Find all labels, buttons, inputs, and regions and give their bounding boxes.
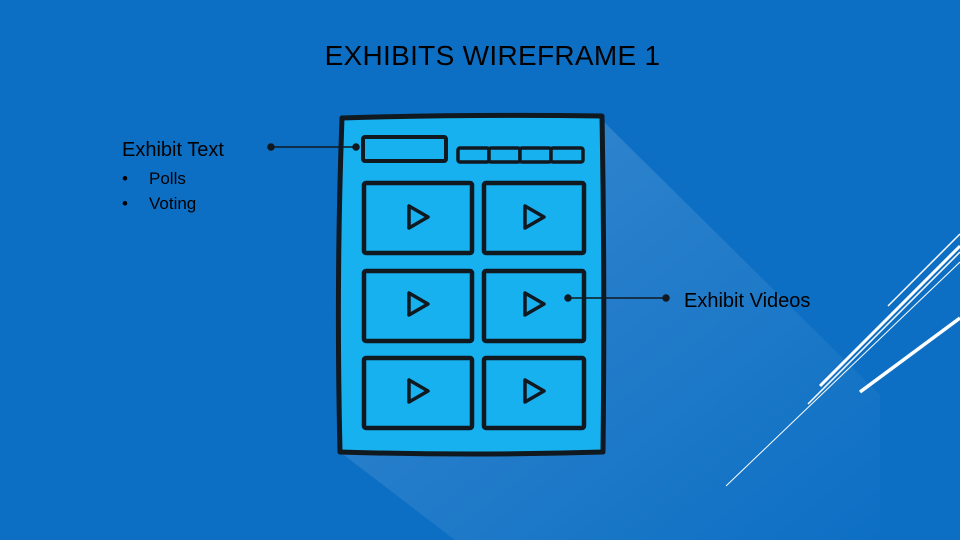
bullet-list: Polls Voting — [122, 166, 196, 216]
bullet-item: Voting — [122, 191, 196, 216]
nav-tab — [456, 146, 491, 164]
callout-connector-exhibit-text — [267, 143, 360, 151]
nav-tabs — [456, 146, 585, 164]
video-grid — [361, 180, 587, 431]
video-thumbnail — [481, 180, 587, 256]
video-thumbnail — [481, 355, 587, 431]
decorative-lines — [725, 233, 960, 487]
video-thumbnail — [361, 355, 475, 431]
exhibit-videos-label: Exhibit Videos — [684, 290, 811, 312]
play-icon — [523, 204, 546, 230]
play-icon — [407, 378, 430, 404]
video-thumbnail — [361, 268, 475, 344]
nav-tab — [549, 146, 585, 164]
exhibit-text-label: Exhibit Text — [122, 139, 224, 161]
page-shadow — [340, 118, 880, 540]
callout-connector-exhibit-videos — [564, 294, 670, 302]
play-icon — [407, 204, 430, 230]
nav-tab — [518, 146, 553, 164]
bullet-item: Polls — [122, 166, 196, 191]
play-icon — [407, 291, 430, 317]
video-thumbnail — [361, 180, 475, 256]
play-icon — [523, 291, 546, 317]
slide-title: EXHIBITS WIREFRAME 1 — [324, 40, 661, 71]
video-thumbnail — [481, 268, 587, 344]
header-title-bar — [361, 135, 448, 163]
play-icon — [523, 378, 546, 404]
nav-tab — [487, 146, 522, 164]
